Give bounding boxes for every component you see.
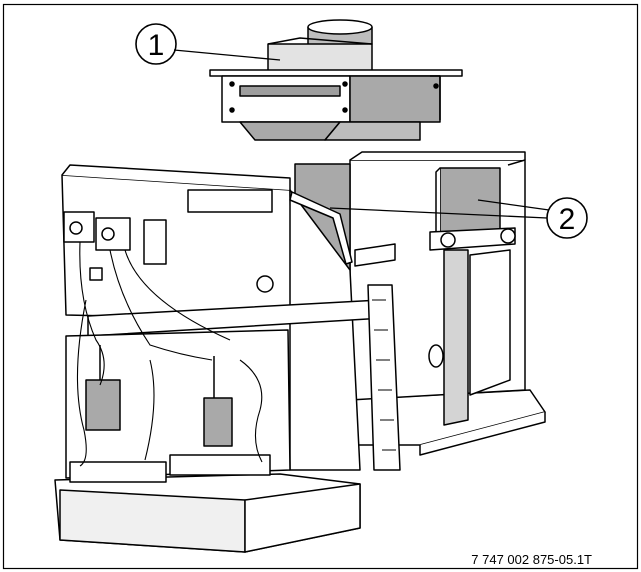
callout-label-2: 2 (559, 203, 576, 236)
callout-leader-2a (329, 207, 548, 219)
callout-circle-1 (135, 23, 177, 65)
figure-code: 7 747 002 875-05.1T (471, 552, 592, 567)
callout-leader-2b (477, 199, 550, 211)
draft-hood (209, 19, 463, 141)
callout-leader-1 (173, 49, 281, 61)
callout-2: 2 (329, 197, 588, 239)
callout-label-1: 1 (148, 29, 165, 62)
callout-1: 1 (135, 23, 281, 65)
front-boiler-block (54, 164, 401, 553)
wiring (76, 241, 263, 467)
